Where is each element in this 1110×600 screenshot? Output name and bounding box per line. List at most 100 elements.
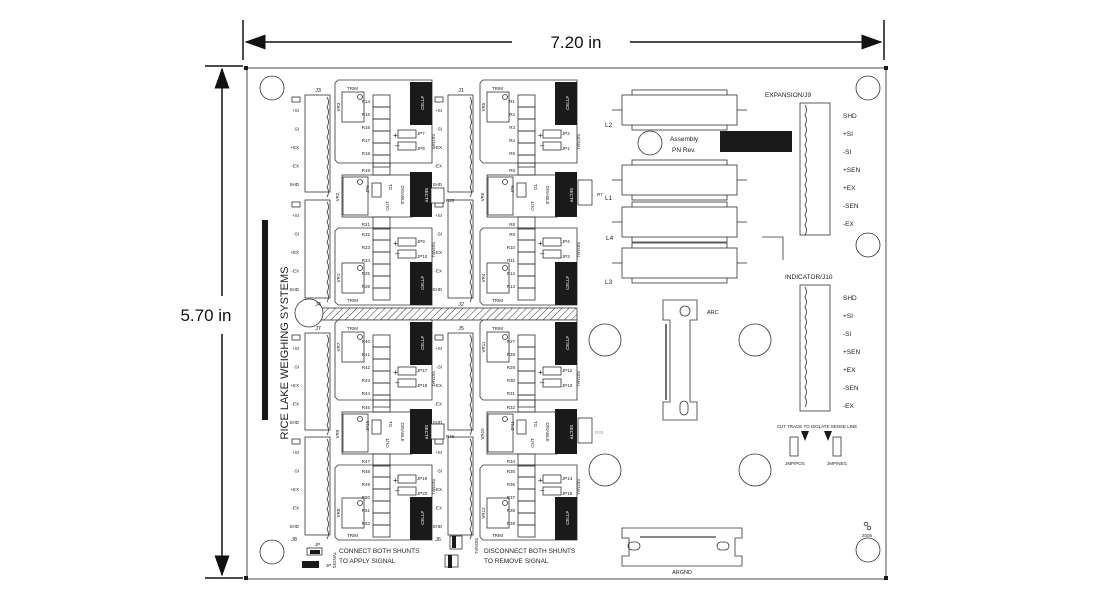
arc-label: ARC (707, 310, 719, 316)
pin1-marker (291, 96, 301, 103)
jumper-minus[interactable] (542, 486, 562, 496)
trim-pot[interactable] (341, 497, 365, 529)
trim-pot[interactable] (341, 262, 365, 294)
jumper-plus[interactable] (397, 129, 417, 139)
resistor-pad (517, 524, 536, 538)
jumper-pos[interactable] (789, 436, 799, 457)
jumper-plus[interactable] (542, 474, 562, 484)
jumper-plus[interactable] (542, 237, 562, 247)
pin-label: +EX (290, 250, 299, 255)
jumper-minus[interactable] (397, 249, 417, 259)
resistor-label: R44 (362, 391, 371, 396)
vr-label: VR9 (335, 429, 340, 438)
trim-pot[interactable] (341, 91, 365, 123)
jumper-minus[interactable] (397, 486, 417, 496)
jumper-minus[interactable] (397, 378, 417, 388)
section-outline (486, 411, 558, 455)
adjust-screw-icon (357, 265, 363, 271)
jumper-plus[interactable] (397, 237, 417, 247)
signal-label: SIGNAL (431, 134, 436, 151)
resistor-label: R35 (507, 469, 516, 474)
pin-label: +SI (843, 131, 853, 138)
minus-icon: – (540, 486, 545, 495)
trim-pot[interactable] (486, 497, 510, 529)
resistor-pad (517, 399, 536, 413)
jumper-plus[interactable] (397, 474, 417, 484)
jumper-minus[interactable] (542, 141, 562, 151)
mounting-hole (294, 298, 324, 328)
connector-body (447, 94, 474, 193)
resistor-label: R43 (362, 378, 371, 383)
pin-label: -SI (436, 469, 442, 474)
mounting-hole (855, 537, 881, 563)
pin-label: -EX (843, 221, 855, 228)
trim-pot[interactable] (486, 331, 510, 363)
vr-label: VR10 (480, 428, 485, 440)
pin1-marker (434, 96, 444, 103)
resistor-pad (372, 162, 391, 176)
section-trim-pot[interactable] (487, 176, 514, 216)
pin-label: SHD (432, 287, 442, 292)
cell-label-block (410, 322, 432, 365)
resistor-label: R19 (362, 168, 371, 173)
jumper-minus[interactable] (542, 378, 562, 388)
jumper-minus[interactable] (397, 141, 417, 151)
pin-label: -SI (293, 365, 299, 370)
corner-mark (244, 66, 248, 70)
jumper-plus[interactable] (397, 366, 417, 376)
minus-icon: – (395, 141, 400, 150)
adjust-screw-icon (502, 416, 508, 422)
jp-label: JP16 (365, 420, 370, 431)
plus-icon: + (538, 368, 543, 377)
trim-pot[interactable] (341, 331, 365, 363)
connector-body (304, 94, 331, 193)
section-trim-pot[interactable] (342, 176, 369, 216)
cell-outline (479, 319, 578, 401)
sect-label: SECT# (424, 188, 429, 203)
jumper-plus[interactable] (542, 366, 562, 376)
plus-icon: + (393, 476, 398, 485)
disable-jumper[interactable] (371, 419, 382, 435)
jumper-plus[interactable] (542, 129, 562, 139)
resistor-label: R50 (362, 495, 371, 500)
jp-label: JP (315, 542, 320, 547)
disable-label: DISABLE (400, 422, 405, 441)
trim-label: TRIM (492, 326, 503, 331)
pin-label: +EX (433, 383, 442, 388)
trim-pot[interactable] (486, 91, 510, 123)
disable-jumper[interactable] (516, 419, 527, 435)
disable-jumper[interactable] (516, 182, 527, 198)
shunt-jumper[interactable] (302, 561, 319, 568)
resistor-label: R14 (362, 99, 371, 104)
terminal-contacts (804, 286, 807, 408)
cell-number-label: CELL# (565, 96, 570, 110)
jumper-minus[interactable] (542, 249, 562, 259)
resistor-pad (372, 287, 391, 301)
sect-label-block (410, 409, 432, 454)
pin-label: -SI (436, 127, 442, 132)
minus-icon: – (395, 378, 400, 387)
pin-label: -SI (293, 232, 299, 237)
vr-label: VR6 (480, 192, 485, 201)
connector-label: J7 (315, 326, 321, 332)
inductor-label: L1 (605, 195, 613, 202)
minus-icon: – (395, 249, 400, 258)
jmp-pos-label: JMP/POS (785, 461, 805, 466)
disable-jumper[interactable] (371, 182, 382, 198)
trim-pot[interactable] (486, 262, 510, 294)
resistor-label: R31 (507, 391, 516, 396)
plus-icon: + (538, 476, 543, 485)
sect-label: SECT# (424, 425, 429, 440)
resistor-label: R8 (509, 222, 515, 227)
section-trim-pot[interactable] (487, 413, 514, 453)
resistor-pad (372, 453, 391, 467)
section-trim-pot[interactable] (342, 413, 369, 453)
jumper-neg[interactable] (832, 436, 842, 457)
resistor-label: R49 (362, 482, 371, 487)
